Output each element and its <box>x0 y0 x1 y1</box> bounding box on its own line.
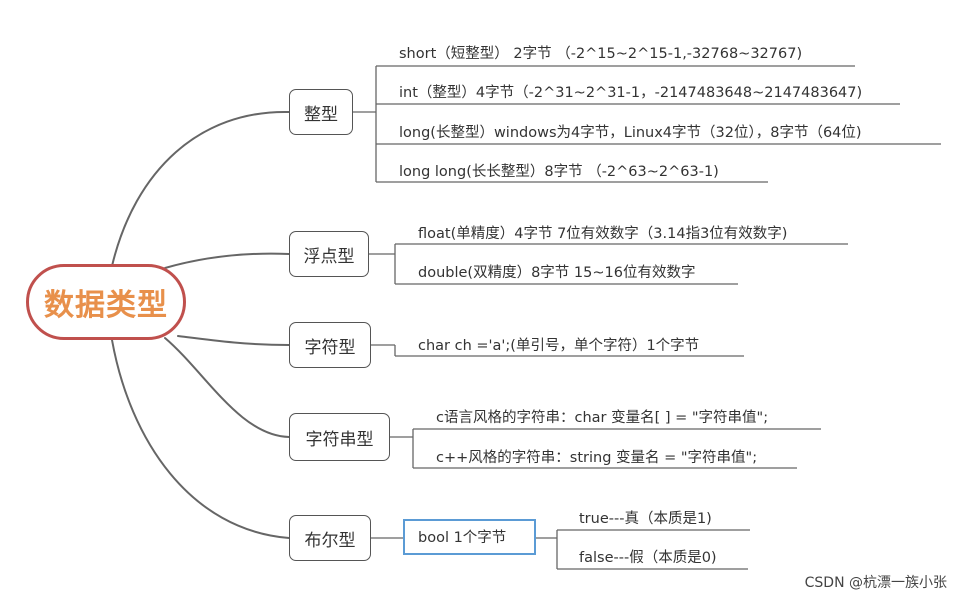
bool-highlight-box <box>403 519 536 555</box>
link-root-char <box>177 335 290 346</box>
root-node: 数据类型 <box>26 264 186 340</box>
leaf-true: true---真（本质是1) <box>579 510 712 528</box>
category-label: 字符型 <box>304 337 356 358</box>
category-int: 整型 <box>289 89 353 135</box>
category-char: 字符型 <box>289 322 371 368</box>
leaf-text: true---真（本质是1) <box>579 511 712 527</box>
leaf-text: double(双精度）8字节 15~16位有效数字 <box>418 265 696 281</box>
link-root-string <box>164 337 290 438</box>
leaf-double: double(双精度）8字节 15~16位有效数字 <box>418 264 695 282</box>
leaf-long-long: long long(长长整型）8字节 （-2^63~2^63-1) <box>399 163 719 181</box>
leaf-float: float(单精度）4字节 7位有效数字（3.14指3位有效数字) <box>418 225 787 243</box>
category-label: 字符串型 <box>305 429 374 450</box>
link-root-bool <box>111 339 290 539</box>
leaf-text: long long(长长整型）8字节 （-2^63~2^63-1) <box>399 164 719 180</box>
leaf-text: bool 1个字节 <box>418 530 507 546</box>
category-label: 布尔型 <box>304 530 356 551</box>
leaf-text: false---假（本质是0) <box>579 550 717 566</box>
leaf-text: char ch ='a';(单引号，单个字符）1个字节 <box>418 338 700 354</box>
leaf-false: false---假（本质是0) <box>579 549 717 567</box>
leaf-text: int（整型）4字节（-2^31~2^31-1，-2147483648~2147… <box>399 85 863 101</box>
leaf-cpp-string: c++风格的字符串：string 变量名 = "字符串值"; <box>436 449 757 467</box>
leaf-text: c语言风格的字符串：char 变量名[ ] = "字符串值"; <box>436 410 769 426</box>
leaf-int: int（整型）4字节（-2^31~2^31-1，-2147483648~2147… <box>399 84 862 102</box>
category-string: 字符串型 <box>289 413 390 461</box>
category-label: 整型 <box>304 104 338 125</box>
root-label: 数据类型 <box>44 288 168 323</box>
category-label: 浮点型 <box>303 246 355 267</box>
leaf-long: long(长整型）windows为4字节，Linux4字节（32位），8字节（6… <box>399 124 862 142</box>
leaf-char: char ch ='a';(单引号，单个字符）1个字节 <box>418 337 699 355</box>
link-root-int <box>111 110 290 267</box>
leaf-text: float(单精度）4字节 7位有效数字（3.14指3位有效数字) <box>418 226 788 242</box>
leaf-bool: bool 1个字节 <box>418 529 506 547</box>
category-float: 浮点型 <box>289 231 369 277</box>
category-bool: 布尔型 <box>289 515 371 561</box>
watermark: CSDN @杭漂一族小张 <box>804 575 947 591</box>
leaf-short: short（短整型） 2字节 （-2^15~2^15-1,-32768~3276… <box>399 45 802 63</box>
leaf-text: c++风格的字符串：string 变量名 = "字符串值"; <box>436 450 758 466</box>
leaf-text: long(长整型）windows为4字节，Linux4字节（32位），8字节（6… <box>399 125 862 141</box>
leaf-c-string: c语言风格的字符串：char 变量名[ ] = "字符串值"; <box>436 409 768 427</box>
link-root-float <box>164 252 290 269</box>
leaf-text: short（短整型） 2字节 （-2^15~2^15-1,-32768~3276… <box>399 46 803 62</box>
